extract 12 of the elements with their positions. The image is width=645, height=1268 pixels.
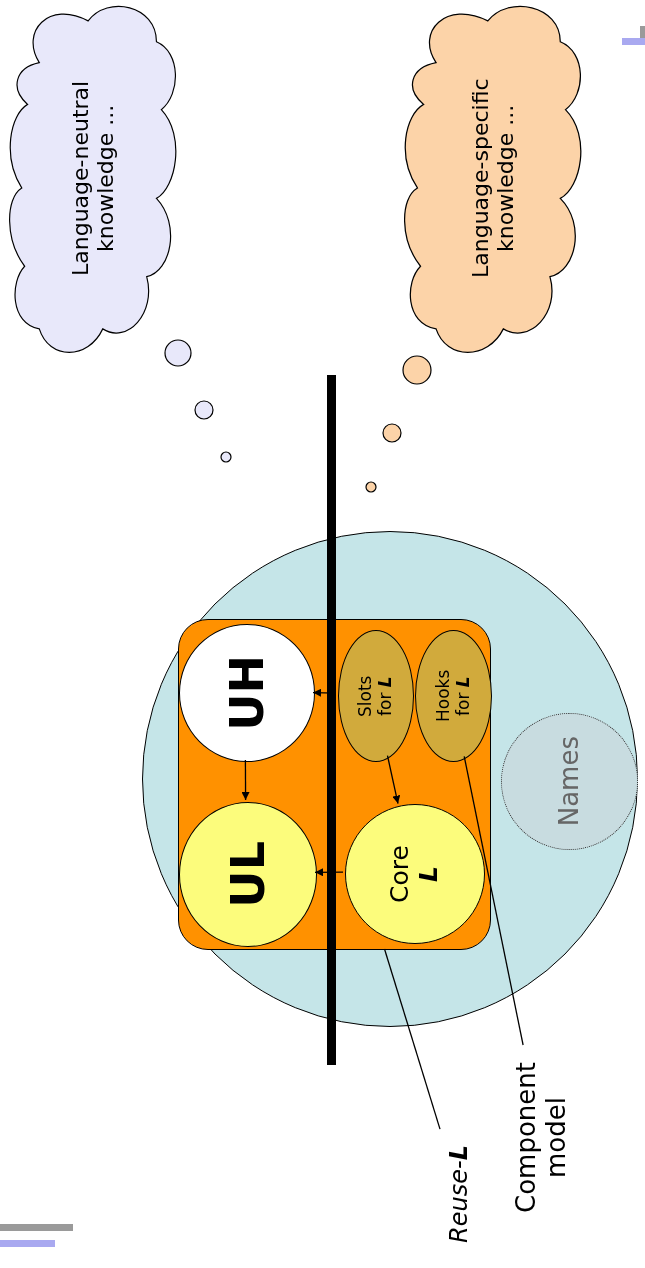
component-circle: UH (179, 624, 315, 762)
component-circle: Core L (345, 804, 485, 944)
rounded-panel (178, 619, 491, 950)
callout-label: Component model (506, 1045, 578, 1230)
leader-line (463, 755, 524, 1046)
arrow (386, 755, 401, 805)
arrow (314, 868, 344, 877)
arrow (241, 759, 250, 801)
component-circle: UL (179, 802, 317, 947)
callout-label: Reuse-L (440, 1128, 480, 1260)
leader-line (383, 948, 441, 1130)
dotted-circle: Names (501, 713, 638, 850)
